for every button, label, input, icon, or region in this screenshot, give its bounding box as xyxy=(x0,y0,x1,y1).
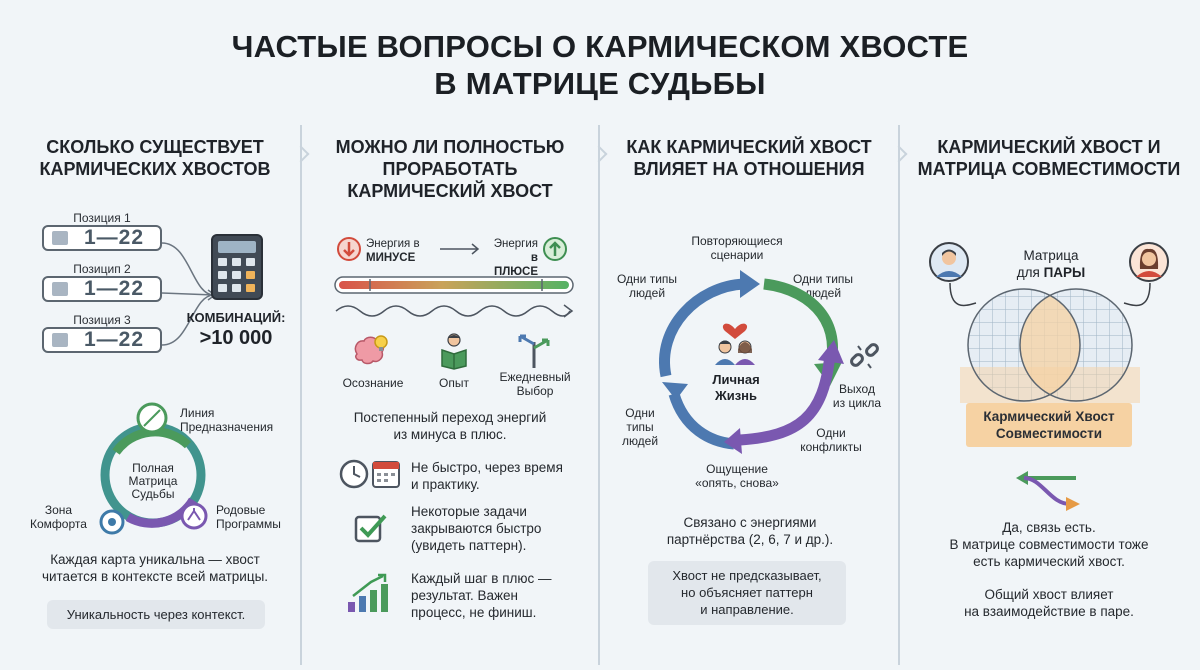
col2-description: Постепенный переход энергий из минуса в … xyxy=(353,410,547,442)
same-people-left-label: Одни типы людей xyxy=(621,406,659,448)
same-people-top-right-label: Одни типы людей xyxy=(792,272,854,300)
exchange-arrows-icon xyxy=(1016,471,1080,511)
again-feeling-label: Ощущение «опять, снова» xyxy=(695,462,779,490)
transition-arrow xyxy=(440,243,480,255)
common-tail-text: Общий хвост влияет на взаимодействие в п… xyxy=(964,587,1134,619)
compatibility-tail-box: Кармический Хвост Совместимости xyxy=(966,403,1132,447)
arrow-up-icon xyxy=(543,237,567,261)
wave-arrow xyxy=(335,304,574,318)
col4-heading: КАРМИЧЕСКИЙ ХВОСТ И МАТРИЦА СОВМЕСТИМОСТ… xyxy=(917,137,1181,179)
item-some-tasks: Некоторые задачи закрываются быстро (уви… xyxy=(411,504,542,553)
position-block-1: Позиция 1 1—22 xyxy=(42,211,162,251)
compatibility-venn-grid xyxy=(949,283,1151,403)
position-range-box: 1—22 xyxy=(42,327,162,353)
position-label: Позиция 1 xyxy=(73,211,131,225)
energy-plus-label: Энергия в ПЛЮСЕ xyxy=(493,238,538,278)
clock-calendar-icon xyxy=(339,459,400,489)
crossroads-sign-icon xyxy=(518,334,550,368)
reading-person-icon xyxy=(441,333,467,370)
position-label: Позицип 2 xyxy=(73,262,131,276)
exit-cycle-label: Выход из цикла xyxy=(832,382,882,410)
brain-idea-icon xyxy=(354,335,388,365)
partnership-energies-text: Связано с энергиями партнёрства (2, 6, 7… xyxy=(666,515,834,547)
matrix-rings-diagram xyxy=(99,402,208,535)
col1-heading: СКОЛЬКО СУЩЕСТВУЕТ КАРМИЧЕСКИХ ХВОСТОВ xyxy=(39,137,271,179)
experience-label: Опыт xyxy=(439,376,469,390)
daily-choice-label: Ежедневный Выбор xyxy=(499,370,571,398)
page-title-line2: В МАТРИЦЕ СУДЬБЫ xyxy=(434,66,766,101)
personal-life-label: Личная Жизнь xyxy=(712,372,760,403)
page-title-line1: ЧАСТЫЕ ВОПРОСЫ О КАРМИЧЕСКОМ ХВОСТЕ xyxy=(231,29,969,64)
position-label: Позиция 3 xyxy=(73,313,131,327)
energy-gradient-bar xyxy=(334,276,574,294)
position-connectors xyxy=(161,242,217,346)
column-divider-2 xyxy=(590,125,608,665)
item-each-step: Каждый шаг в плюс — результат. Важен про… xyxy=(411,571,552,620)
family-tree-icon xyxy=(180,502,208,530)
item-not-fast: Не быстро, через время и практику. xyxy=(411,460,563,492)
man-avatar-icon xyxy=(929,242,969,282)
position-block-3: Позиция 3 1—22 xyxy=(42,313,162,353)
same-people-top-left-label: Одни типы людей xyxy=(616,272,678,300)
col1-note: Каждая карта уникальна — хвост читается … xyxy=(41,552,269,584)
calculator-icon xyxy=(211,234,263,300)
venn-top-label: Линия Предназначения xyxy=(180,406,274,434)
tail-explains-pill: Хвост не предсказывает, но объясняет пат… xyxy=(648,561,846,625)
uniqueness-pill: Уникальность через контекст. xyxy=(47,600,265,629)
column-divider-3 xyxy=(890,125,908,665)
column-divider-1 xyxy=(292,125,310,665)
arrow-down-icon xyxy=(337,237,361,261)
yes-connection-text: Да, связь есть. В матрице совместимости … xyxy=(949,520,1149,569)
awareness-label: Осознание xyxy=(342,376,404,390)
energy-minus-label: Энергия в МИНУСЕ xyxy=(366,238,420,264)
repeating-scenarios-label: Повторяющиеся сценарии xyxy=(691,234,783,262)
woman-avatar-icon xyxy=(1129,242,1169,282)
position-range-box: 1—22 xyxy=(42,225,162,251)
col2-heading: МОЖНО ЛИ ПОЛНОСТЬЮ ПРОРАБОТАТЬ КАРМИЧЕСК… xyxy=(335,137,565,201)
venn-center-label: Полная Матрица Судьбы xyxy=(128,461,178,501)
relationship-cycle-diagram xyxy=(659,270,844,454)
position-block-2: Позицип 2 1—22 xyxy=(42,262,162,302)
combinations-label: КОМБИНАЦИЙ: xyxy=(186,310,286,325)
broken-chain-icon xyxy=(850,343,879,369)
combinations-value: >10 000 xyxy=(199,327,273,349)
growth-chart-icon xyxy=(348,573,388,612)
pair-matrix-label: Матрица для ПАРЫ xyxy=(1016,248,1086,280)
same-conflicts-label: Одни конфликты xyxy=(800,426,862,454)
venn-right-label: Родовые Программы xyxy=(216,503,281,531)
position-range-box: 1—22 xyxy=(42,276,162,302)
col3-heading: КАК КАРМИЧЕСКИЙ ХВОСТ ВЛИЯЕТ НА ОТНОШЕНИ… xyxy=(626,137,872,179)
venn-left-label: Зона Комфорта xyxy=(30,503,87,531)
checkbox-check-icon xyxy=(354,514,387,543)
couple-heart-icon xyxy=(715,323,755,365)
